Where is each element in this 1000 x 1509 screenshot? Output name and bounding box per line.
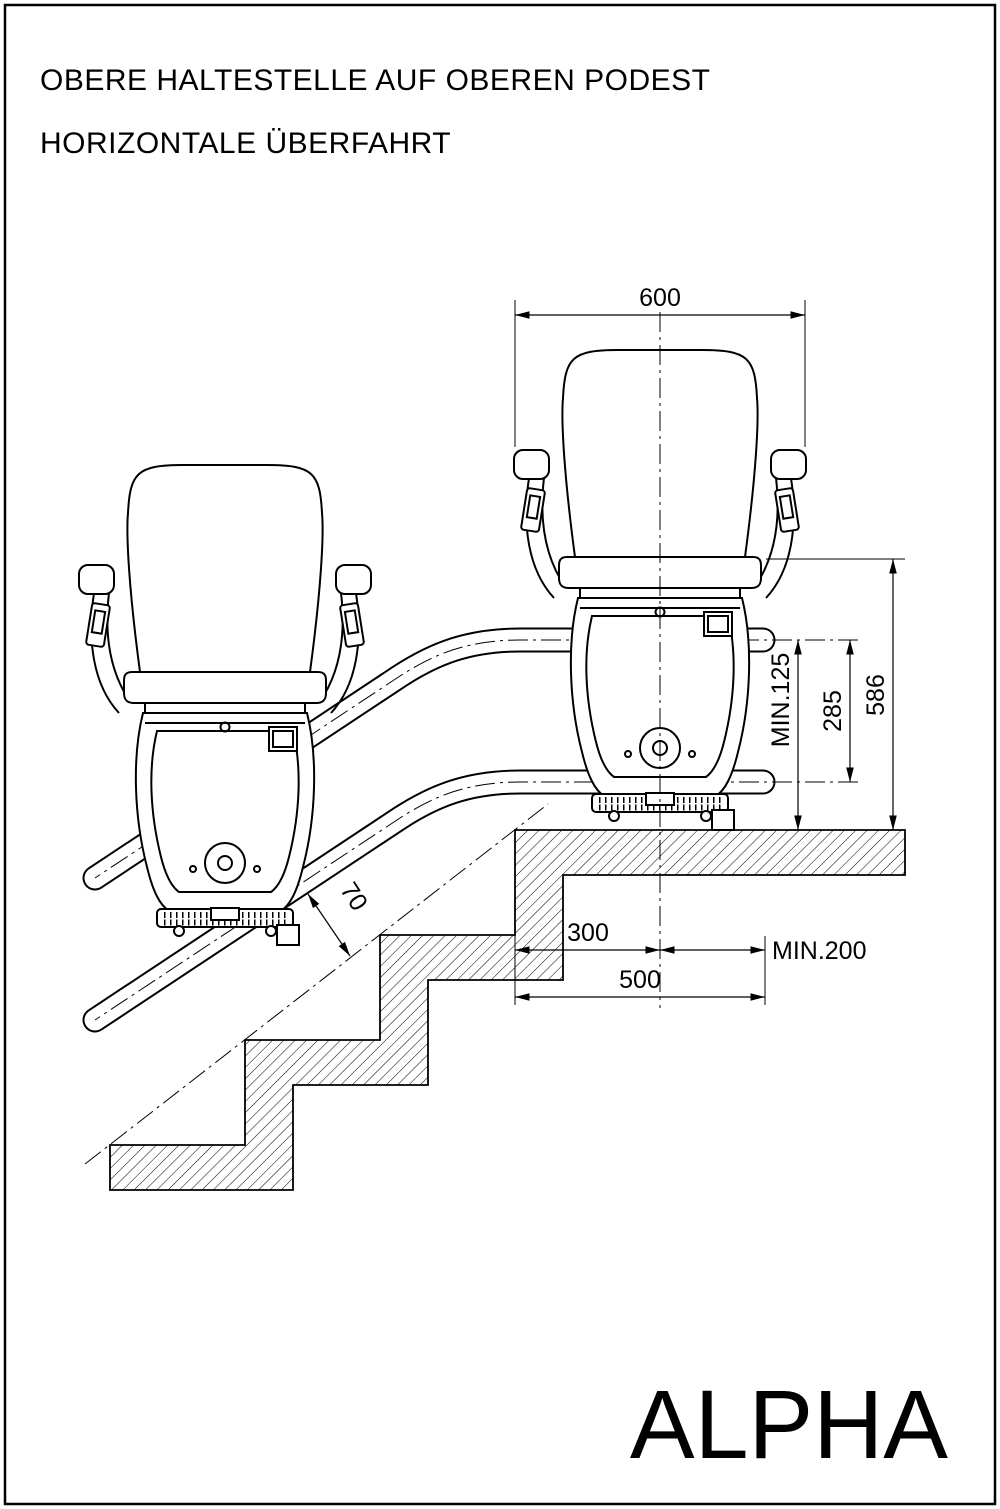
rail-upper-centerline — [94, 639, 858, 879]
dim-center-offset-label: 300 — [567, 919, 609, 947]
stair-pitch-line — [84, 803, 549, 1165]
dim-seat-height-label: 586 — [862, 674, 890, 716]
dim-side-min-label: MIN.200 — [772, 937, 866, 965]
dim-rail-spacing-label: 285 — [819, 690, 847, 732]
dimension-rail-clearance: MIN.125 — [767, 640, 802, 830]
dim-rail-to-nosing-label: 70 — [334, 877, 373, 916]
dimension-chair-width: 600 — [514, 284, 806, 447]
dimension-bottom-group: 300 MIN.200 500 — [514, 840, 866, 1005]
dimension-rail-to-nosing: 70 — [307, 877, 373, 957]
title-line-2: HORIZONTALE ÜBERFAHRT — [40, 127, 451, 160]
rail-assembly — [82, 627, 858, 1033]
dim-platform-depth-label: 500 — [619, 966, 661, 994]
dimension-rail-spacing: 285 — [819, 640, 854, 782]
title-line-1: OBERE HALTESTELLE AUF OBEREN PODEST — [40, 64, 710, 97]
dim-rail-clearance-label: MIN.125 — [767, 653, 795, 747]
rail-lower-centerline — [94, 781, 858, 1021]
title-block: OBERE HALTESTELLE AUF OBEREN PODEST HORI… — [40, 64, 710, 160]
dimension-seat-height: 586 — [766, 558, 905, 830]
dim-chair-width-label: 600 — [639, 284, 681, 312]
drawing-border — [3, 3, 997, 1506]
brand-logo-text: ALPHA — [630, 1370, 948, 1479]
stairs-section — [109, 829, 906, 1191]
